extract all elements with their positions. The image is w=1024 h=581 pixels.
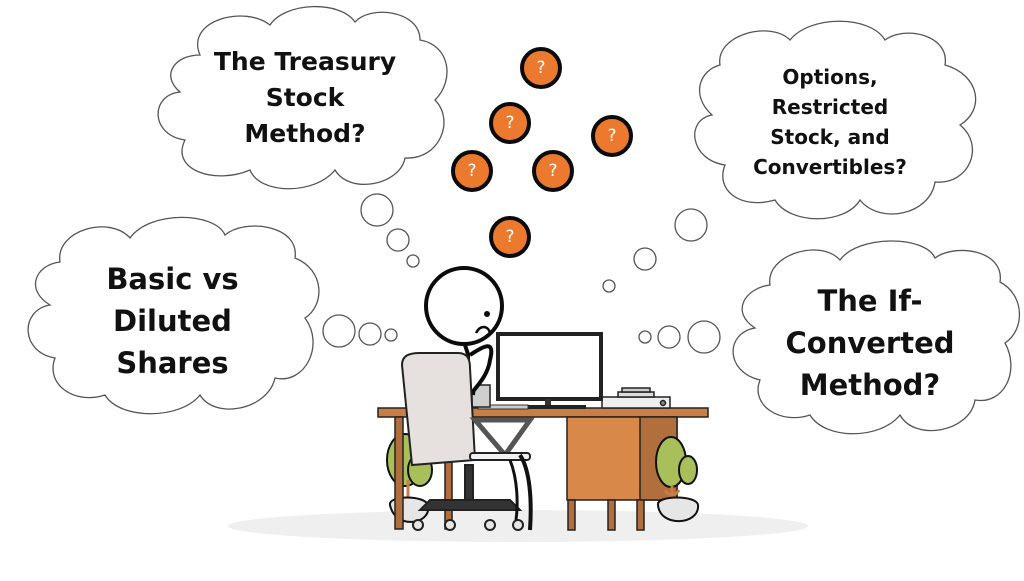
cloud-text-ifconv: The If- Converted Method? xyxy=(755,280,985,406)
person xyxy=(424,266,504,397)
cloud-line: Converted xyxy=(785,326,955,360)
plant-right xyxy=(655,436,700,523)
cloud-ifconv xyxy=(732,240,1021,435)
cloud-line: Restricted xyxy=(771,95,889,119)
question-mark-icon: ? xyxy=(451,150,493,192)
cloud-line: The Treasury xyxy=(213,47,397,76)
person-head xyxy=(424,266,504,346)
cloud-treasury xyxy=(157,5,448,190)
chair xyxy=(400,352,535,531)
monitor xyxy=(477,332,603,410)
cloud-basic xyxy=(27,216,320,415)
question-mark-icon: ? xyxy=(532,150,574,192)
cloud-line: The If- xyxy=(817,284,923,318)
cloud-line: Convertibles? xyxy=(753,155,907,179)
question-mark-icon: ? xyxy=(489,102,531,144)
thought-bubbles-options xyxy=(602,208,708,293)
books-stack xyxy=(601,387,671,409)
question-mark-icon: ? xyxy=(489,216,531,258)
thought-bubbles-treasury xyxy=(360,193,420,268)
question-mark-icon: ? xyxy=(520,47,562,89)
cloud-line: Method? xyxy=(244,119,366,148)
cloud-line: Shares xyxy=(116,346,229,380)
thought-bubbles-ifconv xyxy=(638,320,721,354)
thought-bubbles-basic xyxy=(322,314,398,348)
cloud-text-basic: Basic vs Diluted Shares xyxy=(60,258,285,384)
cloud-line: Options, xyxy=(782,65,878,89)
cloud-options xyxy=(694,20,977,220)
cloud-line: Basic vs xyxy=(106,262,239,296)
cloud-text-options: Options, Restricted Stock, and Convertib… xyxy=(705,62,955,182)
cloud-line: Diluted xyxy=(113,304,232,338)
question-mark-icon: ? xyxy=(591,115,633,157)
cloud-line: Stock xyxy=(265,83,345,112)
cloud-line: Method? xyxy=(799,368,941,402)
cloud-text-treasury: The Treasury Stock Method? xyxy=(180,44,430,152)
cloud-line: Stock, and xyxy=(770,125,890,149)
